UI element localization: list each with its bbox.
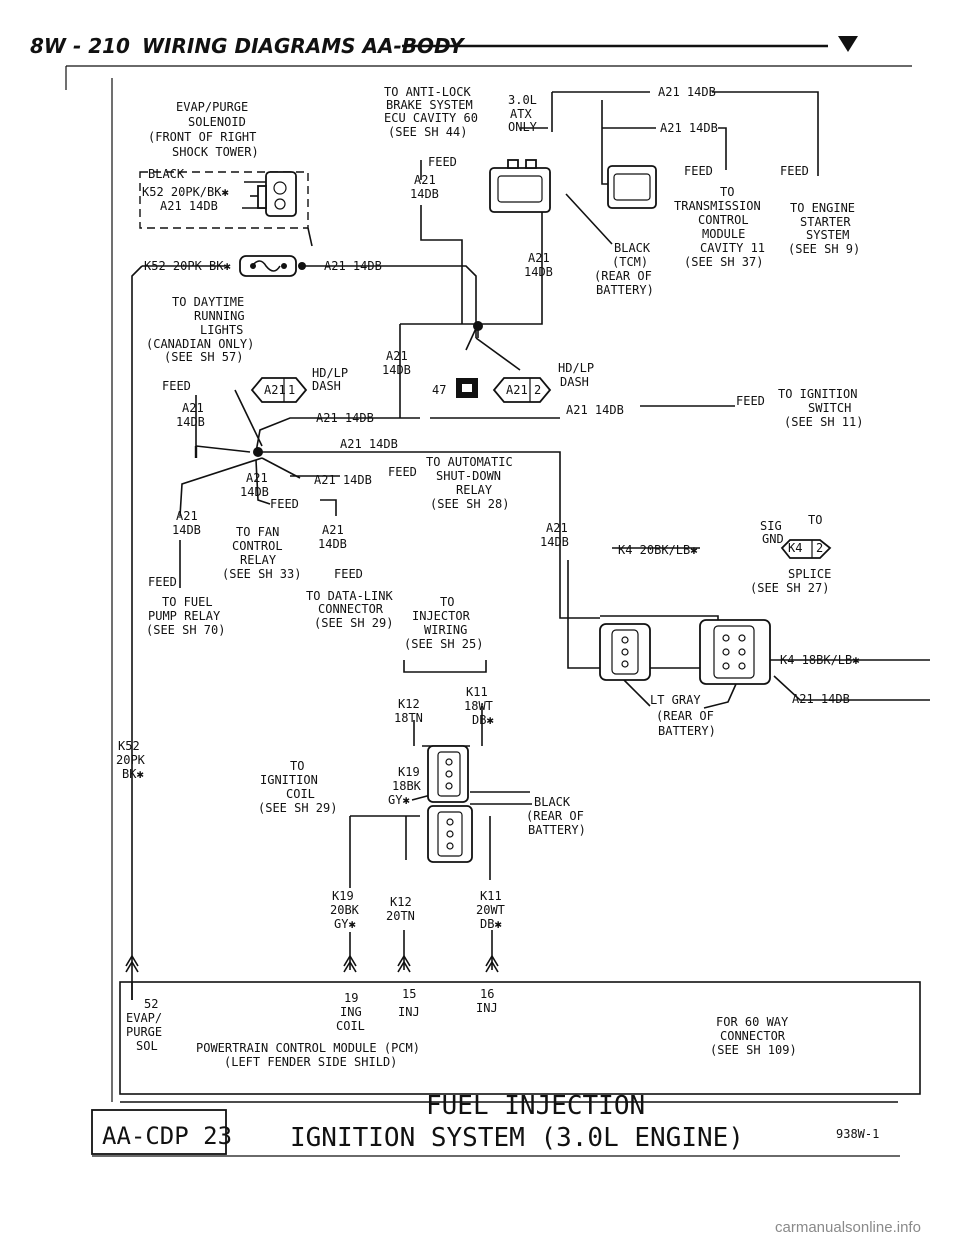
- splice-47-label: 47: [432, 383, 446, 397]
- feed-asd-label: FEED: [388, 465, 417, 479]
- pcm-pin-arrow: [343, 954, 357, 973]
- black-label: BLACK: [148, 167, 185, 181]
- k11-top-label: K11 18WT DB✱: [464, 685, 500, 727]
- splice-dots: [253, 262, 483, 457]
- starter-label: TO ENGINE STARTER SYSTEM (SEE SH 9): [788, 201, 862, 256]
- a21-tcm-drop-label: A21 14DB: [524, 251, 557, 279]
- feed-ign-label: FEED: [736, 394, 765, 408]
- pcm-box: [119, 981, 921, 1095]
- engine-3ol-label: 3.0L ATX ONLY: [508, 93, 544, 134]
- code-box: [91, 1109, 227, 1155]
- a21-mid-label: A21 14DB: [382, 349, 415, 377]
- a21-bus-label: A21 14DB: [340, 437, 398, 451]
- a21-asd-label: A21 14DB: [314, 473, 372, 487]
- k52-bk-label: K52 20PK BK✱: [144, 259, 231, 273]
- a21-abs-label: A21 14DB: [410, 173, 443, 201]
- a21-long-label: A21 14DB: [566, 403, 624, 417]
- a21-fan-drop-label: A21 14DB: [240, 471, 275, 499]
- pcm-60way-label: FOR 60 WAY CONNECTOR (SEE SH 109): [710, 1015, 797, 1057]
- conn-a21-1-label: A21: [264, 383, 286, 397]
- conn-1-label: 1: [288, 383, 295, 397]
- page-number: 8W - 210: [30, 34, 130, 58]
- pcm-pin-arrow: [485, 954, 499, 973]
- drl-label: TO DAYTIME RUNNING LIGHTS (CANADIAN ONLY…: [146, 295, 262, 364]
- k52-left-label: K52 20PK BK✱: [116, 739, 152, 781]
- k11-bot-label: K11 20WT DB✱: [476, 889, 512, 931]
- k4-20bk-label: K4 20BK/LB✱: [618, 543, 697, 557]
- asd-relay-label: TO AUTOMATIC SHUT-DOWN RELAY (SEE SH 28): [426, 455, 520, 511]
- a21-inline-label: A21 14DB: [324, 259, 382, 273]
- k12-bot-label: K12 20TN: [386, 895, 419, 923]
- black-mid-label: BLACK (REAR OF BATTERY): [526, 795, 591, 837]
- a21-right-drop-label: A21 14DB: [540, 521, 575, 549]
- k4-connector: [780, 539, 832, 559]
- k52-pk-bk-label: K52 20PK/BK✱: [142, 185, 229, 199]
- pcm-name-label: POWERTRAIN CONTROL MODULE (PCM) (LEFT FE…: [196, 1041, 427, 1069]
- a21-drl-label: A21 14DB: [176, 401, 211, 429]
- lt-gray-label: LT GRAY (REAR OF BATTERY): [650, 693, 721, 738]
- k4-18bk-label: K4 18BK/LB✱: [780, 653, 859, 667]
- pcm-cavity-19: 19 ING COIL: [336, 991, 369, 1033]
- text-labels: EVAP/PURGE SOLENOID (FRONT OF RIGHT SHOC…: [116, 85, 865, 1069]
- splice-k4-label: SPLICE (SEE SH 27): [750, 567, 839, 595]
- data-link-label: TO DATA-LINK CONNECTOR (SEE SH 29): [306, 589, 400, 630]
- hd-lp-connector-1: [250, 377, 308, 403]
- solenoid-latch: [257, 185, 267, 209]
- a21-center-label: A21 14DB: [316, 411, 374, 425]
- hd-lp-dash-2-label: HD/LP DASH: [558, 361, 601, 389]
- header-triangle-icon: [838, 36, 858, 52]
- k19-bot-label: K19 20BK GY✱: [330, 889, 366, 931]
- a21-left-label: A21 14DB: [172, 509, 205, 537]
- hd-lp-dash-1-label: HD/LP DASH: [312, 366, 355, 393]
- conn-a21-2-label: A21: [506, 383, 528, 397]
- k12-top-label: K12 18TN: [394, 697, 427, 725]
- feed-dl-label: FEED: [334, 567, 363, 581]
- injector-label: TO INJECTOR WIRING (SEE SH 25): [404, 595, 483, 651]
- feed-drl-label: FEED: [162, 379, 191, 393]
- to-k4-label: TO: [808, 513, 822, 527]
- watermark: carmanualsonline.info: [775, 1219, 921, 1236]
- feed-fan-label: FEED: [270, 497, 299, 511]
- pcm-cavity-16: 16 INJ: [476, 987, 502, 1015]
- evap-solenoid-label: EVAP/PURGE SOLENOID (FRONT OF RIGHT SHOC…: [148, 100, 264, 159]
- a21-tcm-inner-label: A21 14DB: [660, 121, 718, 135]
- diagram-title-line-1: FUEL INJECTION: [426, 1091, 645, 1121]
- splice-dot: [473, 321, 483, 331]
- solenoid-housing: [139, 171, 309, 229]
- feed-starter-label: FEED: [780, 164, 809, 178]
- conn-2-label: 2: [534, 383, 541, 397]
- pcm-cavity-52: 52 EVAP/ PURGE SOL: [126, 997, 169, 1053]
- pcm-pin-arrow: [397, 954, 411, 973]
- feed-abs-label: FEED: [428, 155, 457, 169]
- coil-left-label: TO IGNITION COIL (SEE SH 29): [258, 759, 337, 815]
- black-tcm-label: BLACK (TCM) (REAR OF BATTERY): [594, 241, 659, 297]
- k4-pin-label: 2: [816, 541, 823, 555]
- feed-fuel-label: FEED: [148, 575, 177, 589]
- fan-relay-label: TO FAN CONTROL RELAY (SEE SH 33): [222, 525, 301, 581]
- ignition-switch-label: TO IGNITION SWITCH (SEE SH 11): [778, 387, 865, 429]
- hd-lp-connector-2: [492, 377, 552, 403]
- splice-dot: [298, 262, 306, 270]
- sig-gnd-label: SIG GND: [760, 519, 789, 546]
- pcm-cavity-15: 15 INJ: [398, 987, 424, 1019]
- tcm-label: TO TRANSMISSION CONTROL MODULE CAVITY 11…: [674, 185, 772, 269]
- a21-label: A21 14DB: [160, 199, 218, 213]
- splice-dot: [253, 447, 263, 457]
- abs-ecu-label: TO ANTI-LOCK BRAKE SYSTEM ECU CAVITY 60 …: [384, 85, 485, 139]
- connectors: [125, 159, 832, 973]
- a21-top-right-label: A21 14DB: [658, 85, 716, 99]
- code-box-label: AA-CDP 23: [102, 1122, 232, 1150]
- inline-connector: [239, 255, 297, 277]
- fuel-pump-label: TO FUEL PUMP RELAY (SEE SH 70): [146, 595, 227, 637]
- k4-connector-label: K4: [788, 541, 802, 555]
- diagram-title-line-2: IGNITION SYSTEM (3.0L ENGINE): [290, 1123, 744, 1153]
- pcm-pin-arrow: [125, 954, 139, 973]
- a21-dl-label: A21 14DB: [318, 523, 351, 551]
- k19-top-label: K19 18BK GY✱: [388, 765, 428, 807]
- a21-br-label: A21 14DB: [792, 692, 850, 706]
- figure-number: 938W-1: [836, 1127, 879, 1141]
- feed-tcm-label: FEED: [684, 164, 713, 178]
